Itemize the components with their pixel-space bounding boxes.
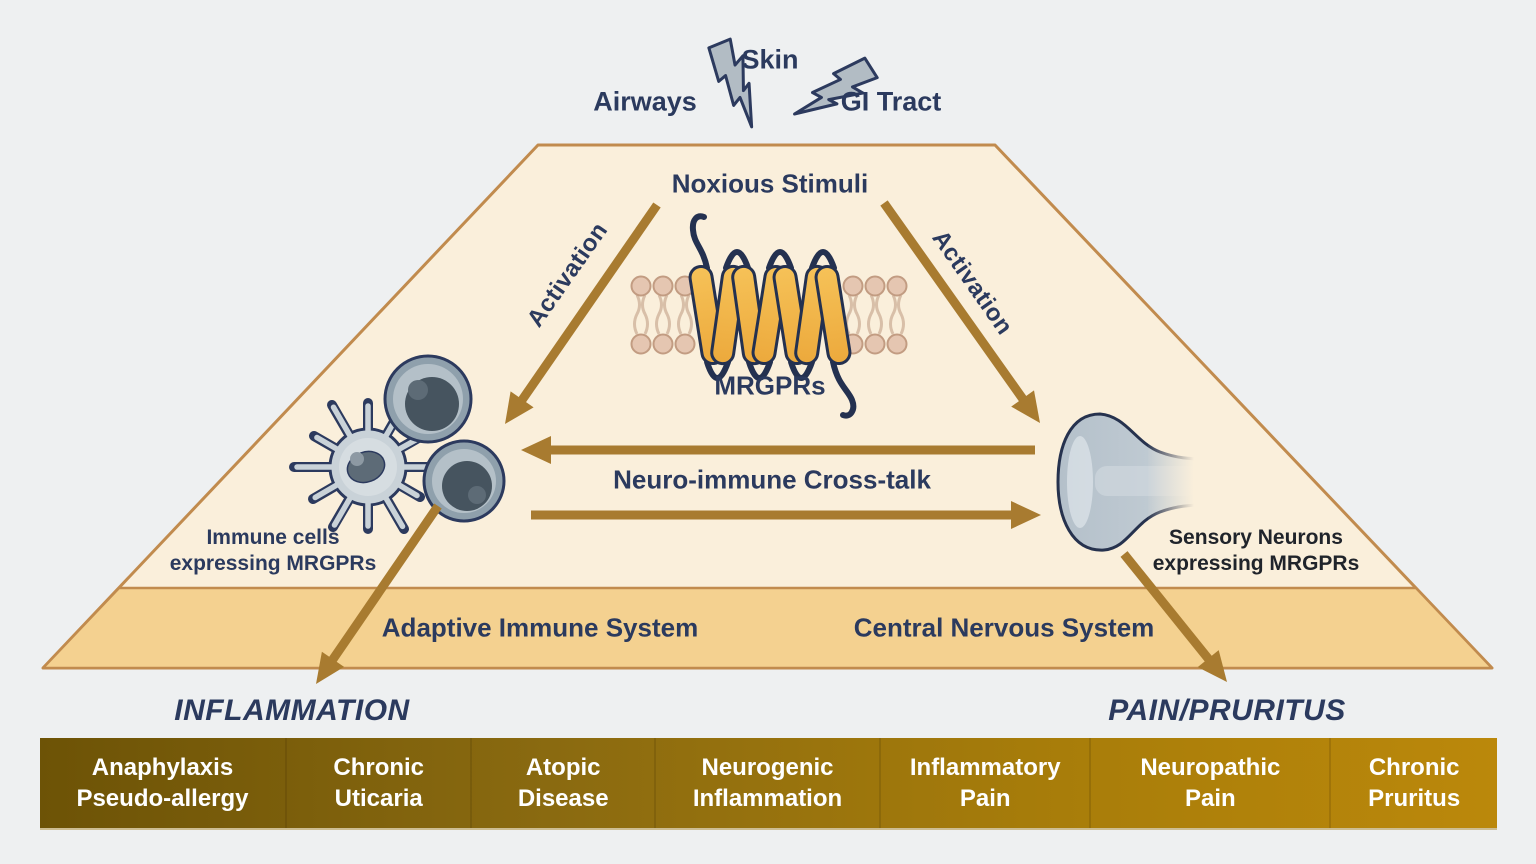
skin-label: Skin	[741, 44, 799, 75]
pain-arrow	[1120, 551, 1227, 682]
condition-line1: Neurogenic	[701, 754, 834, 781]
condition-line1: Neuropathic	[1140, 754, 1281, 781]
condition-cell-neurogenic-inflammation: Neurogenic Inflammation	[653, 738, 879, 828]
airways-label: Airways	[593, 86, 697, 117]
activation-arrow-right	[880, 200, 1040, 423]
condition-line1: Chronic	[1368, 754, 1460, 781]
receptor-helices	[688, 264, 852, 366]
condition-line2: Uticaria	[334, 785, 423, 812]
immune-cells-label: Immune cells expressing MRGPRs	[170, 525, 377, 577]
noxious-stimuli-label: Noxious Stimuli	[671, 168, 869, 199]
crosstalk-arrow-left	[521, 436, 1035, 464]
sensory-neurons-label-line2: expressing MRGPRs	[1152, 552, 1360, 575]
receptor-loops	[689, 213, 857, 419]
lightning-bolt-icon-left	[707, 37, 754, 129]
condition-cell-inflammatory-pain: Inflammatory Pain	[879, 738, 1089, 828]
condition-cell-chronic-pruritus: Chronic Pruritus	[1329, 738, 1497, 828]
lipid-heads	[630, 275, 908, 355]
condition-line1: Chronic	[333, 754, 425, 781]
adaptive-immune-system-label: Adaptive Immune System	[381, 612, 699, 643]
condition-line2: Pain	[1185, 785, 1236, 812]
systems-band	[41, 586, 1494, 670]
neuron-bell-highlight	[1067, 436, 1093, 528]
mrgprs-label: MRGPRs	[714, 370, 826, 401]
condition-line2: Disease	[517, 785, 609, 812]
central-nervous-system-label: Central Nervous System	[853, 612, 1155, 643]
pain-pruritus-label: PAIN/PRURITUS	[1108, 694, 1346, 727]
gi-tract-label: GI Tract	[840, 86, 942, 117]
condition-line2: Pain	[959, 785, 1011, 812]
dendritic-cell-nucleus-highlight	[350, 452, 364, 466]
conditions-bar: Anaphylaxis Pseudo-allergy Chronic Utica…	[40, 738, 1497, 830]
sensory-neurons-label-line1: Sensory Neurons	[1169, 526, 1343, 549]
immune-cells-illustration	[289, 354, 506, 534]
condition-cell-neuropathic-pain: Neuropathic Pain	[1089, 738, 1329, 828]
sensory-neuron-illustration	[1056, 404, 1210, 560]
immune-cells-label-line1: Immune cells	[206, 526, 340, 549]
condition-cell-atopic-disease: Atopic Disease	[470, 738, 654, 828]
lightning-bolt-icon-right	[792, 56, 879, 116]
condition-line2: Inflammation	[692, 785, 843, 812]
sensory-neurons-label: Sensory Neurons expressing MRGPRs	[1153, 525, 1360, 577]
inflammation-label: INFLAMMATION	[174, 694, 410, 727]
condition-line1: Anaphylaxis	[91, 754, 234, 781]
immune-cell-round-top	[383, 354, 473, 444]
immune-cells-label-line2: expressing MRGPRs	[169, 552, 377, 575]
crosstalk-arrow-right	[531, 501, 1041, 529]
condition-cell-chronic-uticaria: Chronic Uticaria	[284, 738, 470, 828]
immune-cell-round-bottom	[422, 439, 506, 523]
condition-line2: Pruritus	[1368, 785, 1461, 812]
condition-cell-anaphylaxis: Anaphylaxis Pseudo-allergy	[40, 738, 285, 828]
crosstalk-label: Neuro-immune Cross-talk	[613, 464, 931, 495]
condition-line1: Atopic	[525, 754, 601, 781]
neuron-fade	[1148, 404, 1210, 560]
condition-line2: Pseudo-allergy	[76, 785, 249, 812]
mrgpr-receptor-illustration	[630, 213, 908, 419]
activation-arrow-left	[505, 202, 661, 424]
inflammation-arrow	[316, 503, 442, 684]
condition-line1: Inflammatory	[909, 754, 1061, 781]
